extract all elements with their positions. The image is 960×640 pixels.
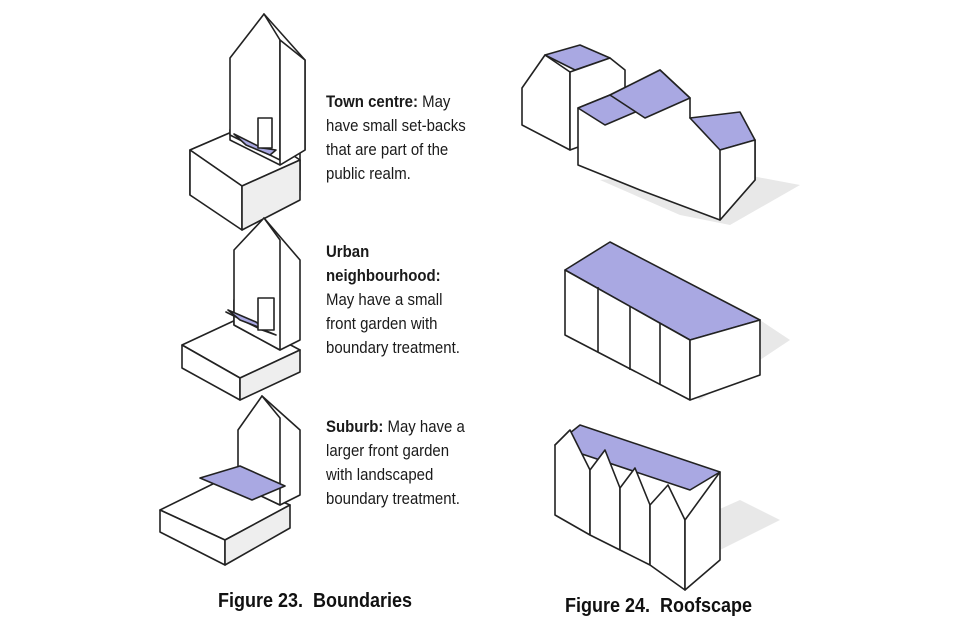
urban-neighbourhood-description: Urban neighbourhood: May have a small fr… [326, 240, 467, 360]
town-centre-title: Town centre: [326, 92, 418, 111]
suburb-title: Suburb: [326, 417, 384, 436]
figure-23-caption: Figure 23. Boundaries [218, 590, 413, 612]
figure-24-caption: Figure 24. Roofscape [565, 595, 753, 617]
suburb-sketch [159, 395, 301, 566]
roofscape-terrace-sketch [521, 44, 800, 225]
urban-neighbourhood-title: Urban neighbourhood: [326, 242, 441, 285]
roofscape-hipped-sketch [564, 241, 790, 401]
urban-neighbourhood-text: May have a small front garden with bound… [326, 290, 460, 357]
roofscape-gables-sketch [554, 424, 780, 591]
town-centre-sketch [189, 13, 306, 231]
town-centre-text: May have small set-backs that are part o… [326, 92, 466, 183]
town-centre-description: Town centre: May have small set-backs th… [326, 90, 467, 186]
suburb-text: May have a larger front garden with land… [326, 417, 465, 508]
suburb-description: Suburb: May have a larger front garden w… [326, 415, 467, 511]
urban-neighbourhood-sketch [181, 217, 301, 401]
